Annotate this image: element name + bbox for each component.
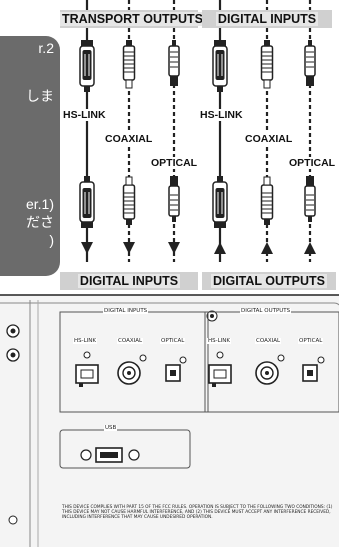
side-note-line: しま [26,88,54,104]
side-note-panel: r.2 しま er.1) ださ ) [0,36,60,276]
hs-link-plug [79,39,95,93]
header-digital-inputs-bottom: DIGITAL INPUTS [60,272,198,290]
side-note-line: er.1) [25,196,54,212]
port-label: OPTICAL [160,338,186,344]
header-digital-inputs-top: DIGITAL INPUTS [202,10,332,28]
hs-link-plug [212,39,228,93]
header-digital-outputs-bottom: DIGITAL OUTPUTS [202,272,336,290]
optical-port-right [302,364,318,382]
cable-label-coaxial: COAXIAL [244,133,294,145]
rear-panel-chassis [0,294,339,547]
coaxial-plug [260,39,274,89]
coaxial-plug [122,39,136,89]
port-label: HS-LINK [207,338,232,344]
hs-link-port-left [75,364,99,387]
port-label: OPTICAL [298,338,324,344]
optical-port-left [165,364,181,382]
header-transport-outputs: TRANSPORT OUTPUTS [60,10,205,28]
header-label: DIGITAL INPUTS [77,274,181,288]
side-note-line: r.2 [38,40,54,56]
header-label: TRANSPORT OUTPUTS [60,12,205,26]
hs-link-port-right [208,364,232,387]
coaxial-port-right [255,361,279,385]
coaxial-port-left [117,361,141,385]
port-label: COAXIAL [117,338,144,344]
cable-label-coaxial: COAXIAL [104,133,154,145]
side-note-line: ) [49,232,54,248]
port-label: HS-LINK [73,338,98,344]
optical-plug [168,39,180,87]
header-label: DIGITAL INPUTS [215,12,319,26]
cable-label-hs-link: HS-LINK [199,109,244,121]
cable-label-optical: OPTICAL [288,157,337,169]
fcc-notice: THIS DEVICE COMPLIES WITH PART 15 OF THE… [62,505,333,521]
panel-group-title: DIGITAL OUTPUTS [240,308,292,314]
header-label: DIGITAL OUTPUTS [210,274,328,288]
cable-label-hs-link: HS-LINK [62,109,107,121]
side-note-line: ださ [26,214,54,230]
panel-group-title: DIGITAL INPUTS [103,308,149,314]
optical-plug [304,39,316,87]
cable-label-optical: OPTICAL [150,157,199,169]
usb-port [80,447,140,463]
direction-arrows [81,242,316,254]
usb-label: USB [104,425,118,431]
port-label: COAXIAL [255,338,282,344]
